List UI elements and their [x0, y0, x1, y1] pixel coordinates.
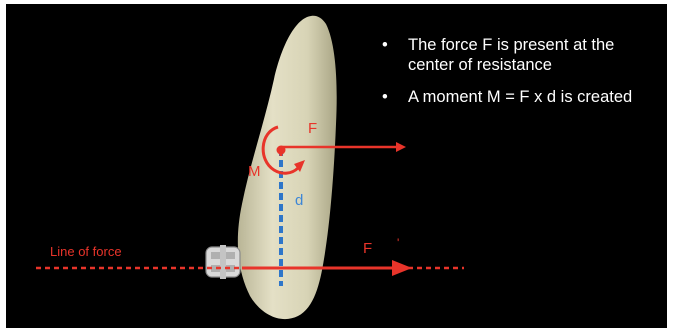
slide: • The force F is present at the center o…	[6, 4, 667, 328]
bullet-text-moment: A moment M = F x d is created	[408, 88, 632, 106]
bullet-dot: •	[382, 35, 388, 55]
label-force-top: F	[308, 120, 317, 137]
bullet-text-force: The force F is present at the center of …	[408, 36, 614, 74]
label-line-of-force: Line of force	[50, 244, 122, 259]
label-force-bottom-mark: '	[397, 236, 399, 250]
label-distance: d	[295, 192, 303, 209]
center-of-resistance	[277, 146, 286, 155]
bullet-item-force: • The force F is present at the center o…	[378, 35, 663, 75]
bullet-item-moment: • A moment M = F x d is created	[378, 87, 663, 107]
bracket-icon	[206, 245, 240, 279]
force-arrowhead-top	[396, 142, 406, 152]
label-force-bottom: F	[363, 240, 372, 257]
bullet-list: • The force F is present at the center o…	[378, 35, 663, 119]
bullet-dot: •	[382, 87, 388, 107]
force-arrowhead-bottom	[392, 260, 412, 276]
label-moment: M	[248, 163, 261, 180]
